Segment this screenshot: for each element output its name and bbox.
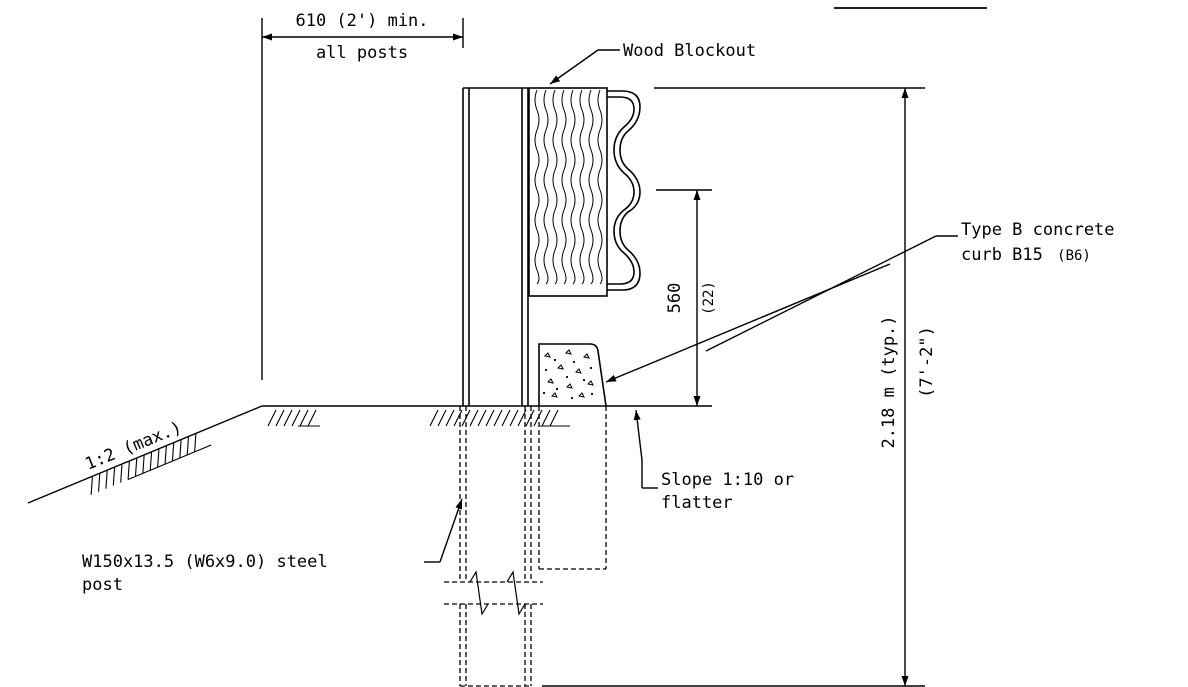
curb-label-line-2: curb B15 (B6) [961,245,1091,265]
dimension-560 [656,189,712,406]
soil-hatch [90,409,570,495]
ground-line [27,405,712,504]
curb-label-main: curb B15 [961,245,1043,265]
post-label-line-1: W150x13.5 (W6x9.0) steel [82,552,328,572]
slope-max-label: 1:2 (max.) [82,418,184,475]
dimension-label-height: 2.18 m (typ.) [879,315,899,448]
post-label-line-2: post [82,575,123,595]
leader-lines [424,49,958,563]
curb-label-line-1: Type B concrete [961,220,1115,240]
top-dimension [261,18,464,380]
dimension-label-22: (22) [701,281,717,315]
concrete-curb [538,343,607,407]
wood-blockout-label: Wood Blockout [623,41,756,61]
slope-label-line-1: Slope 1:10 or [661,470,794,490]
dimension-label-560: 560 [665,283,685,314]
dimension-label-all-posts: all posts [316,43,408,63]
dimension-label-height-imperial: (7'-2") [917,326,937,398]
dimension-height [542,87,925,687]
embedded-post [444,406,607,687]
break-symbols [469,570,526,616]
wood-blockout [528,87,608,297]
curb-label-paren: (B6) [1057,248,1091,264]
steel-post [462,87,529,406]
w-beam-rail [607,90,641,291]
dimension-label-610: 610 (2') min. [295,11,428,31]
slope-label-line-2: flatter [661,493,733,513]
